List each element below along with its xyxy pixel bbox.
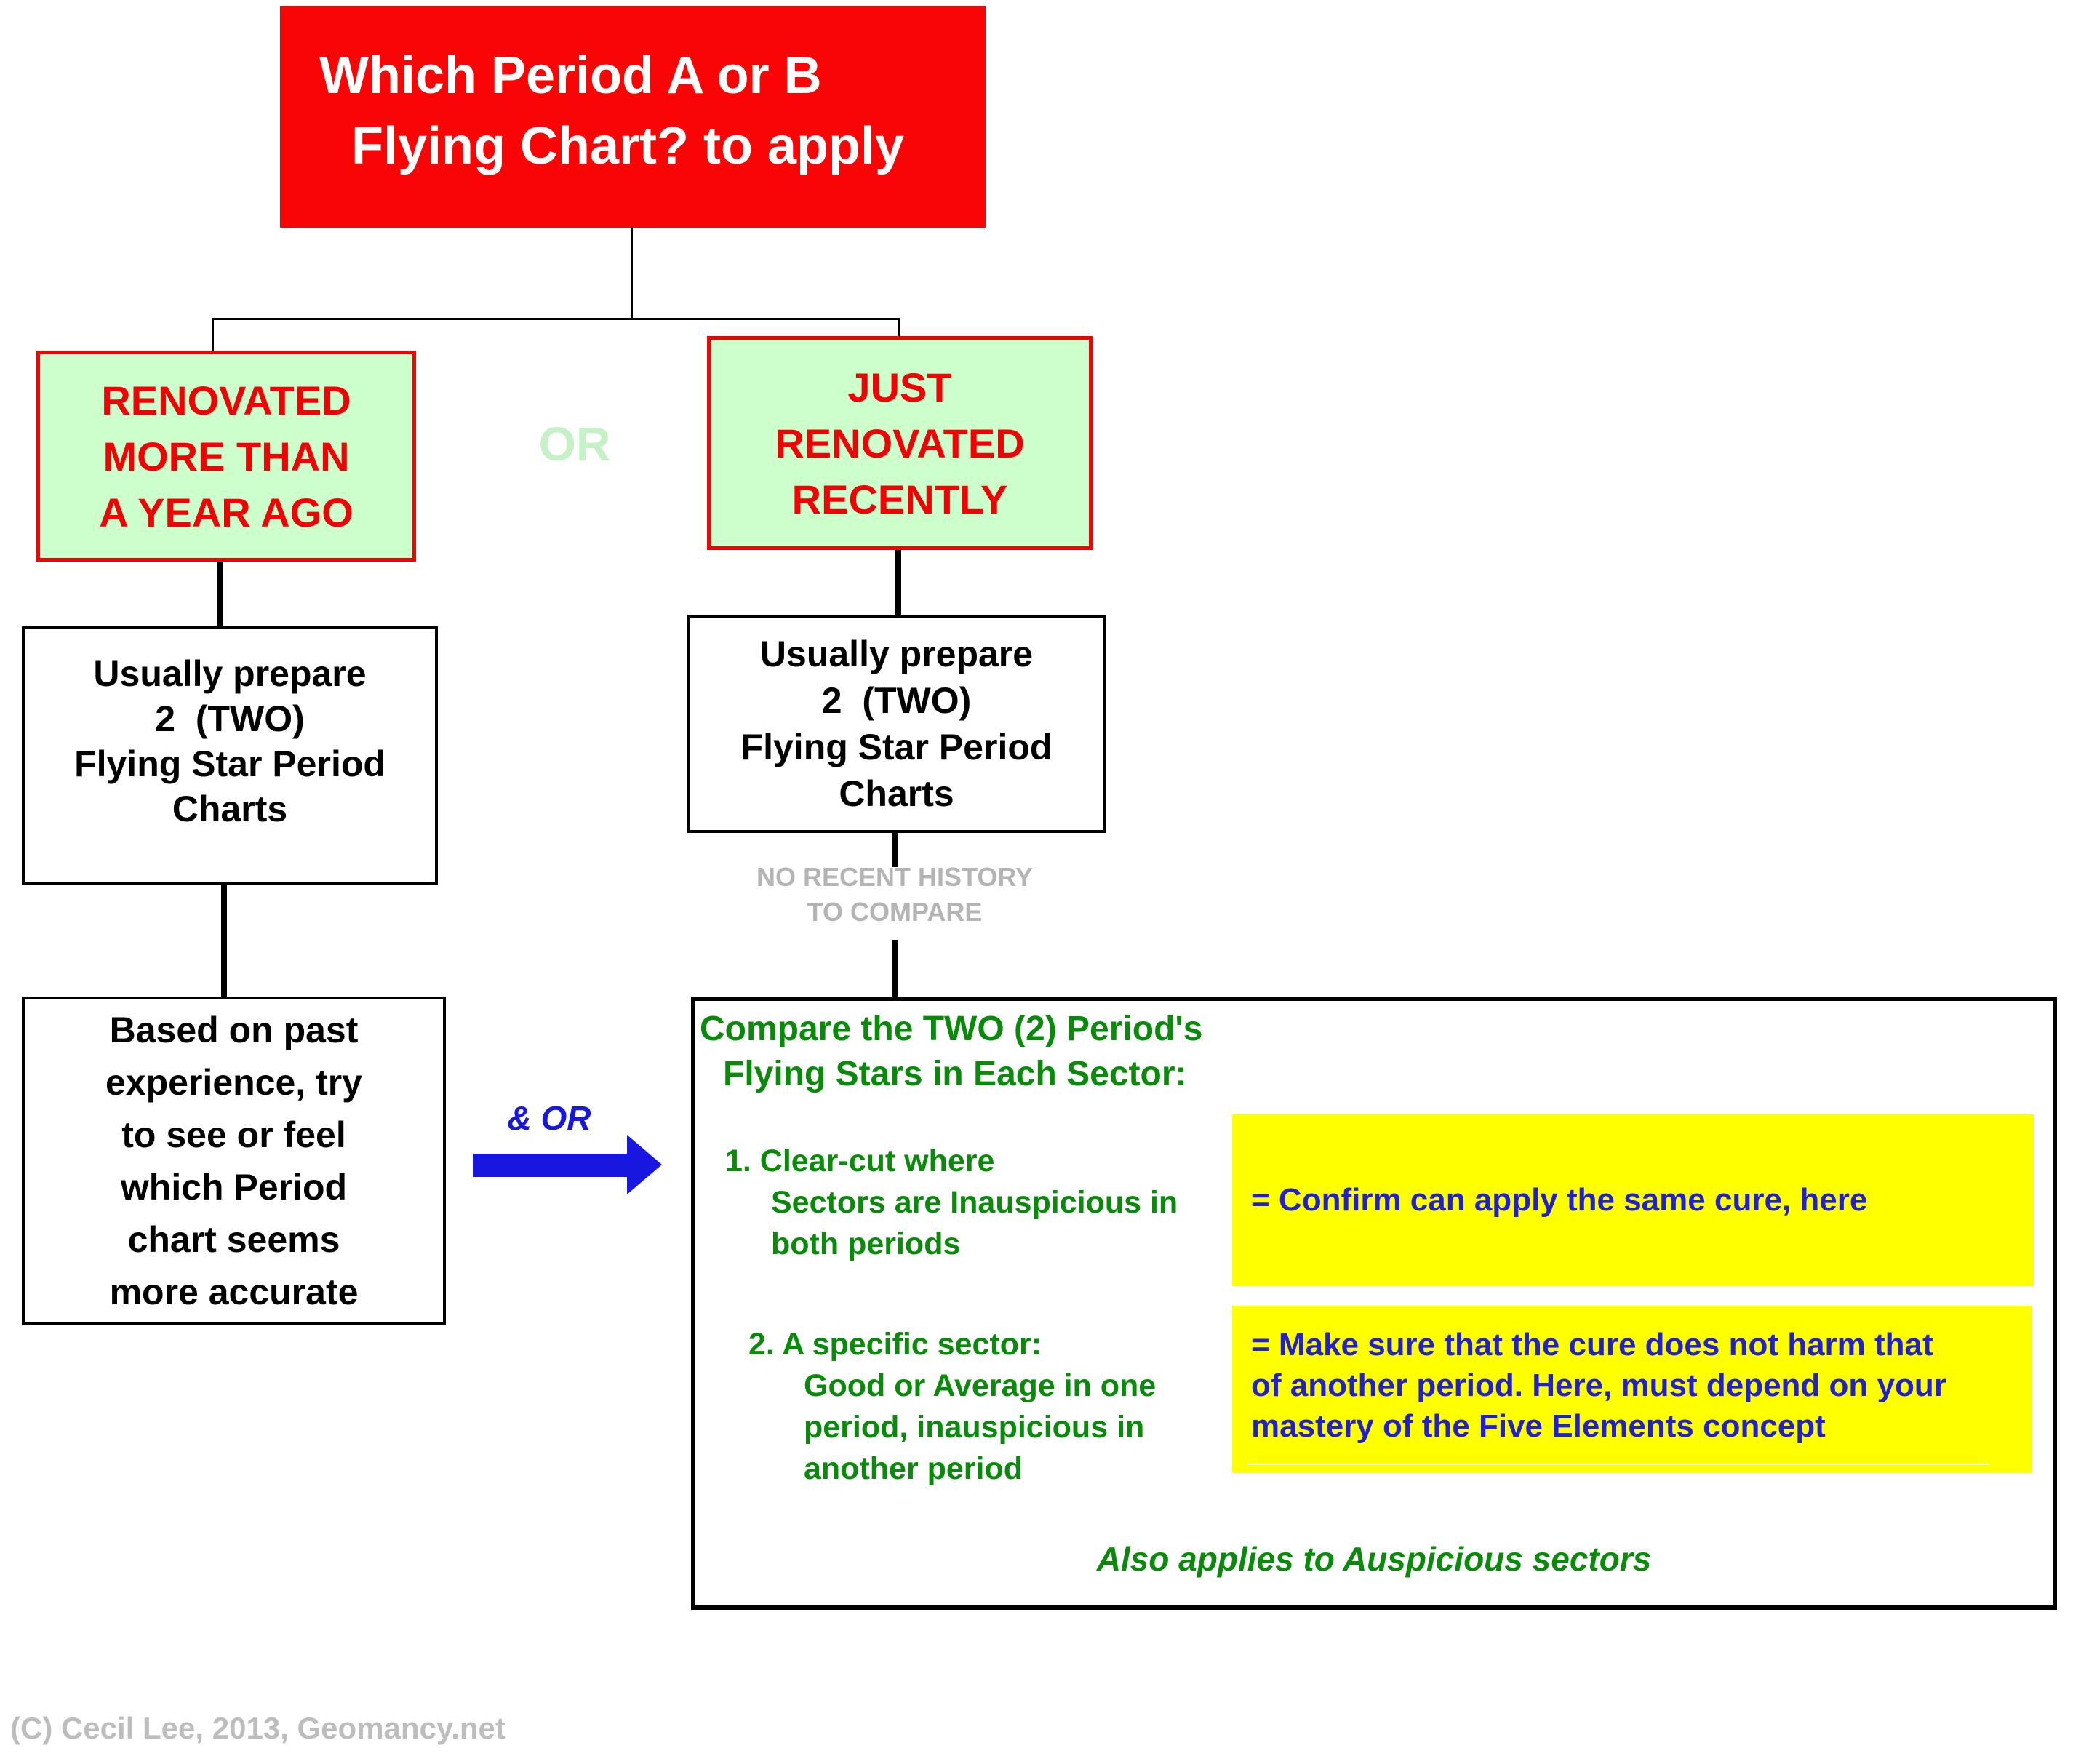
compare-item-line: both periods [771, 1226, 961, 1261]
prepare-line: 2 (TWO) [155, 698, 305, 739]
right-arrow-icon [473, 1154, 627, 1177]
prepare-line: Usually prepare [93, 653, 367, 694]
compare-item-line: Sectors are Inauspicious in [771, 1185, 1178, 1220]
advice-line: to see or feel [121, 1114, 346, 1155]
condition-line: RECENTLY [791, 476, 1008, 522]
condition-box-just-renovated: JUST RENOVATED RECENTLY [707, 336, 1093, 550]
compare-box: Compare the TWO (2) Period's Flying Star… [691, 997, 2057, 1610]
advice-line: more accurate [109, 1272, 359, 1312]
note-no-recent-history: NO RECENT HISTORY TO COMPARE [691, 860, 1098, 930]
result-box-divider [1247, 1464, 1989, 1465]
connector-left-drop [212, 318, 214, 352]
compare-heading: Compare the TWO (2) Period's Flying Star… [700, 1007, 1203, 1097]
condition-line: RENOVATED [775, 420, 1025, 466]
condition-line: JUST [847, 364, 952, 410]
connector-left-condition-to-prepare [217, 560, 223, 628]
copyright-text: (C) Cecil Lee, 2013, Geomancy.net [10, 1711, 506, 1745]
advice-line: chart seems [127, 1219, 340, 1260]
result-line: mastery of the Five Elements concept [1251, 1408, 1826, 1444]
prepare-line: Charts [839, 773, 954, 814]
connector-left-prepare-to-advice [221, 883, 227, 998]
prepare-line: 2 (TWO) [821, 680, 972, 721]
condition-box-renovated-more-than-year: RENOVATED MORE THAN A YEAR AGO [36, 351, 416, 562]
compare-footnote: Also applies to Auspicious sectors [1096, 1540, 1652, 1578]
prepare-line: Flying Star Period [74, 743, 386, 784]
compare-item-line: period, inauspicious in [804, 1410, 1145, 1445]
note-line: TO COMPARE [807, 897, 983, 927]
title-box: Which Period A or B Flying Chart? to app… [280, 6, 986, 228]
connector-right-prepare-to-note [892, 831, 898, 867]
condition-line: RENOVATED [101, 377, 351, 423]
result-line: = Make sure that the cure does not harm … [1251, 1327, 1933, 1362]
arrow-or-label: & OR [507, 1099, 591, 1137]
connector-right-condition-to-prepare [895, 548, 901, 616]
compare-heading-line: Compare the TWO (2) Period's [700, 1010, 1203, 1048]
prepare-box-right: Usually prepare 2 (TWO) Flying Star Peri… [687, 615, 1106, 833]
prepare-line: Charts [172, 789, 288, 829]
advice-box-past-experience: Based on past experience, try to see or … [22, 997, 446, 1325]
connector-note-to-compare [892, 940, 898, 998]
connector-right-drop [898, 318, 900, 338]
result-box-same-cure: = Confirm can apply the same cure, here [1232, 1114, 2034, 1286]
compare-item-line: Good or Average in one [804, 1368, 1157, 1403]
compare-item-line: 1. Clear-cut where [725, 1144, 995, 1178]
compare-item-1: 1. Clear-cut where Sectors are Inauspici… [725, 1141, 1178, 1265]
advice-line: experience, try [105, 1062, 362, 1103]
compare-item-line: 2. A specific sector: [748, 1327, 1042, 1362]
title-line: Flying Chart? to apply [351, 117, 905, 175]
or-label: OR [538, 417, 611, 471]
result-box-five-elements: = Make sure that the cure does not harm … [1232, 1306, 2032, 1473]
advice-line: which Period [120, 1167, 348, 1208]
compare-item-2: 2. A specific sector: Good or Average in… [748, 1324, 1156, 1490]
condition-line: MORE THAN [103, 433, 350, 479]
connector-title-stem [631, 227, 633, 319]
result-line: = Confirm can apply the same cure, here [1251, 1182, 1868, 1218]
connector-branch-bar [212, 318, 900, 320]
prepare-line: Flying Star Period [740, 727, 1053, 767]
right-arrow-head-icon [627, 1135, 662, 1194]
condition-line: A YEAR AGO [99, 489, 354, 535]
advice-line: Based on past [109, 1010, 359, 1050]
title-line: Which Period A or B [319, 47, 822, 105]
result-line: of another period. Here, must depend on … [1251, 1368, 1946, 1403]
compare-heading-line: Flying Stars in Each Sector: [723, 1055, 1187, 1093]
prepare-line: Usually prepare [759, 634, 1034, 674]
prepare-box-left: Usually prepare 2 (TWO) Flying Star Peri… [22, 626, 438, 885]
compare-item-line: another period [804, 1451, 1023, 1486]
note-line: NO RECENT HISTORY [756, 862, 1034, 892]
